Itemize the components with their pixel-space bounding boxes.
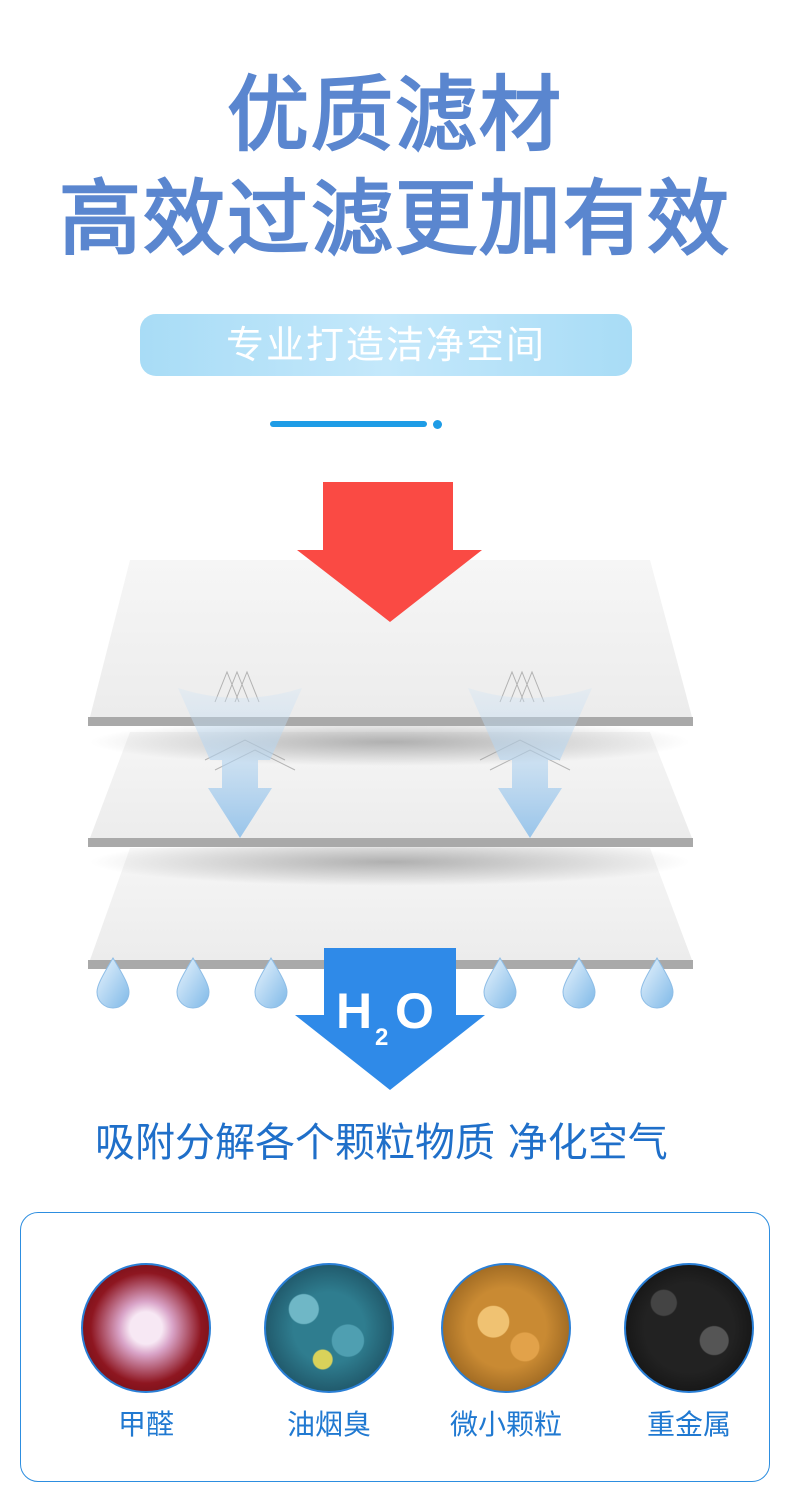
pollutant-item-micro-particle: 微小颗粒 bbox=[426, 1263, 586, 1445]
water-drops bbox=[96, 957, 674, 1009]
pollutant-label: 油烟臭 bbox=[286, 1408, 371, 1441]
separator-line bbox=[270, 421, 427, 427]
water-drop-icon bbox=[562, 957, 596, 1009]
separator-dot bbox=[433, 420, 442, 429]
water-drop-icon bbox=[96, 957, 130, 1009]
filter-layer-1 bbox=[88, 560, 693, 726]
h2o-subscript: 2 bbox=[375, 1024, 388, 1051]
h2o-label: H bbox=[336, 983, 372, 1039]
flow-arrow-left-icon bbox=[178, 688, 302, 838]
heavy-metal-icon bbox=[624, 1263, 754, 1393]
formaldehyde-icon bbox=[81, 1263, 211, 1393]
water-drop-icon bbox=[483, 957, 517, 1009]
pollutants-card: 甲醛 油烟臭 微小颗粒 重金属 bbox=[20, 1212, 770, 1482]
flow-arrow-right-icon bbox=[468, 688, 592, 838]
micro-particle-icon bbox=[441, 1263, 571, 1393]
caption: 吸附分解各个颗粒物质 净化空气 bbox=[95, 1120, 668, 1166]
air-inflow-arrow-icon bbox=[297, 482, 482, 622]
pollutant-item-formaldehyde: 甲醛 bbox=[66, 1263, 226, 1445]
water-drop-icon bbox=[176, 957, 210, 1009]
title-line-2: 高效过滤更加有效 bbox=[58, 172, 731, 267]
water-drop-icon bbox=[254, 957, 288, 1009]
pollutant-label: 甲醛 bbox=[117, 1408, 174, 1441]
title-line-1: 优质滤材 bbox=[226, 68, 563, 163]
pollutant-label: 微小颗粒 bbox=[449, 1408, 562, 1441]
filter-layers-diagram: H 2 O bbox=[88, 482, 693, 1090]
h2o-o: O bbox=[395, 983, 434, 1039]
layer-shadow-2 bbox=[90, 838, 690, 886]
pollutant-item-smoke-odor: 油烟臭 bbox=[249, 1263, 409, 1445]
water-drop-icon bbox=[640, 957, 674, 1009]
h2o-outflow-arrow-icon bbox=[295, 948, 485, 1090]
pollutant-item-heavy-metal: 重金属 bbox=[609, 1263, 769, 1445]
subtitle-badge: 专业打造洁净空间 bbox=[140, 314, 632, 376]
smoke-odor-icon bbox=[264, 1263, 394, 1393]
pollutant-label: 重金属 bbox=[646, 1408, 731, 1441]
